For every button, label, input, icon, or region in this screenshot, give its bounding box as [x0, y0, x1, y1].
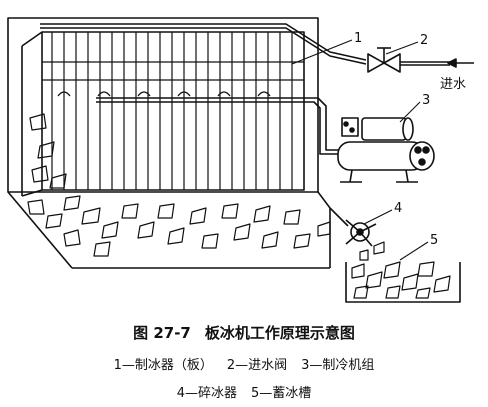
plate-ice-machine-diagram: 1 2 3 4 5 进水 — [7, 17, 474, 303]
refrigeration-unit — [337, 117, 435, 183]
leader-lines — [291, 39, 429, 261]
inlet-valve — [367, 47, 401, 73]
refrigerant-pipe — [96, 97, 338, 155]
figure-title: 图 27-7 板冰机工作原理示意图 — [0, 322, 488, 343]
legend-item-1: 1—制冰器（板） — [113, 358, 213, 373]
label-part-5: 5 — [430, 233, 438, 248]
legend-item-5: 5—蓄冰槽 — [251, 386, 312, 401]
plate-bends — [42, 61, 304, 97]
label-part-1: 1 — [354, 31, 362, 46]
figure-title-text: 板冰机工作原理示意图 — [204, 324, 355, 342]
plate-ribs — [51, 32, 293, 190]
legend-item-4: 4—碎冰器 — [176, 386, 237, 401]
ice-storage-bin — [345, 262, 461, 303]
inlet-arrow — [447, 58, 474, 68]
machine-housing — [7, 17, 331, 269]
figure-number: 图 27-7 — [133, 324, 191, 342]
legend-row-1: 1—制冰器（板） 2—进水阀 3—制冷机组 — [0, 354, 488, 373]
label-part-2: 2 — [420, 33, 428, 48]
ice-chunks — [27, 113, 451, 299]
legend-item-3: 3—制冷机组 — [301, 358, 375, 373]
label-part-4: 4 — [394, 201, 402, 216]
ice-maker-plates — [21, 31, 305, 197]
legend-item-2: 2—进水阀 — [226, 358, 288, 373]
legend-row-2: 4—碎冰器 5—蓄冰槽 — [0, 382, 488, 401]
ice-crusher — [329, 207, 377, 247]
label-part-3: 3 — [422, 93, 430, 108]
label-water-inlet: 进水 — [440, 77, 466, 92]
water-inlet-pipe — [40, 23, 450, 66]
